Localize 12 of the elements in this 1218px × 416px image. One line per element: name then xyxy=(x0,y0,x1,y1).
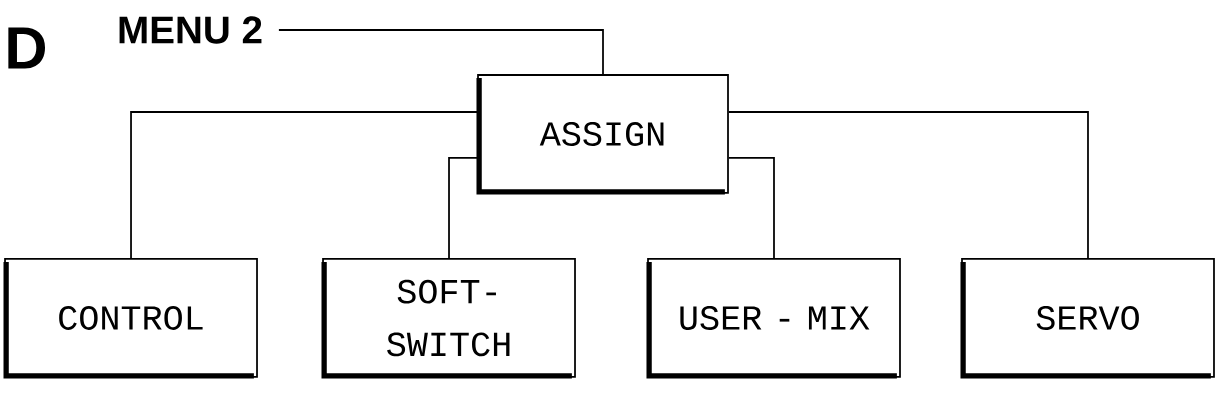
connector-line xyxy=(278,29,604,75)
connector-line xyxy=(130,111,478,259)
menu-box: SERVO xyxy=(960,258,1215,379)
connector-line xyxy=(728,111,1089,259)
panel-letter: D xyxy=(8,27,45,69)
connector-line xyxy=(448,157,478,259)
menu-box: CONTROL xyxy=(3,258,258,379)
menu-box: ASSIGN xyxy=(476,74,729,195)
menu-box: USER - MIX xyxy=(646,258,901,379)
menu-label: MENU 2 xyxy=(119,16,262,44)
connector-line xyxy=(728,157,775,259)
menu-box: SOFT- SWITCH xyxy=(321,258,576,379)
